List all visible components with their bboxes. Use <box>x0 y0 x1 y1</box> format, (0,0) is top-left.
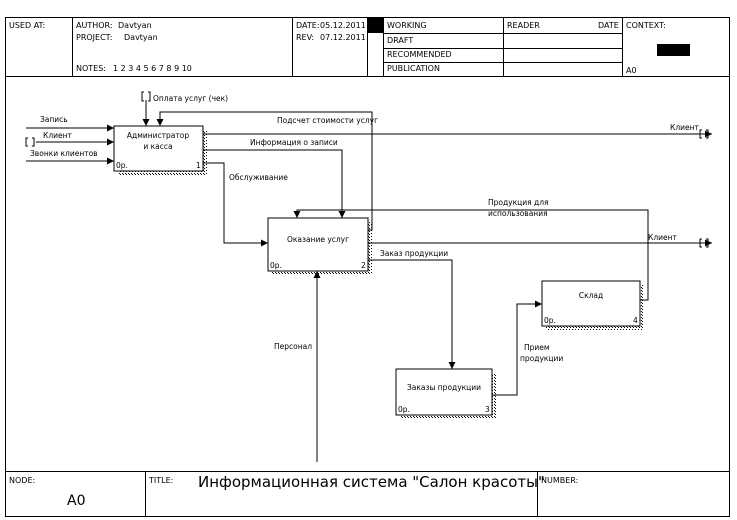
box-4-number: 4 <box>633 316 638 325</box>
author-value: Davtyan <box>118 21 152 30</box>
tunnel-klient-out2-r <box>706 238 709 248</box>
box-1[interactable]: Администратор и касса 0р. 1 <box>113 125 204 172</box>
box-1-number: 1 <box>196 161 201 170</box>
date-label: DATE: <box>296 21 320 30</box>
box-3-cost: 0р. <box>398 405 410 414</box>
box-2-cost: 0р. <box>270 261 282 270</box>
box-4-label: Склад <box>579 291 603 300</box>
status-recommended: RECOMMENDED <box>387 50 452 59</box>
box-1-label-line2: и касса <box>143 142 172 151</box>
box-3-number: 3 <box>485 405 490 414</box>
author-label: AUTHOR: <box>76 21 113 30</box>
label-klient-out2: Клиент <box>648 233 678 242</box>
tunnel-oplata-r <box>148 91 151 102</box>
label-zapis: Запись <box>40 115 68 124</box>
label-priem-line2: продукции <box>520 354 563 363</box>
label-priem-line1: Прием <box>524 343 550 352</box>
notes-numbers: 1 2 3 4 5 6 7 8 9 10 <box>113 64 192 73</box>
notes-label: NOTES: <box>76 64 106 73</box>
label-info-zapis: Информация о записи <box>250 138 338 147</box>
context-label: CONTEXT: <box>626 21 666 30</box>
box-3-label: Заказы продукции <box>407 383 481 392</box>
box-1-label-line1: Администратор <box>127 131 189 140</box>
label-klient-in: Клиент <box>43 131 73 140</box>
reader-date-label: DATE <box>598 21 619 30</box>
arrow-zakaz <box>368 259 456 369</box>
rev-value: 07.12.2011 <box>320 33 366 42</box>
label-podschet: Подсчет стоимости услуг <box>277 116 378 125</box>
label-personal: Персонал <box>274 342 312 351</box>
tunnel-klient-in-l <box>25 137 28 147</box>
context-node: A0 <box>626 66 637 75</box>
context-thumbnail <box>657 44 690 56</box>
box-2-label: Оказание услуг <box>287 235 349 244</box>
arrow-obsluzhivanie <box>203 162 268 247</box>
box-4[interactable]: Склад 0р. 4 <box>541 280 641 327</box>
tunnel-klient-out1-l <box>699 129 702 139</box>
arrow-produkcia <box>293 209 649 301</box>
box-3[interactable]: Заказы продукции 0р. 3 <box>395 368 493 416</box>
node-label: NODE: <box>9 476 36 485</box>
box-4-cost: 0р. <box>544 316 556 325</box>
reader-label: READER <box>507 21 540 30</box>
label-obsluzhivanie: Обслуживание <box>229 173 288 182</box>
node-value: A0 <box>67 493 86 509</box>
number-label: NUMBER: <box>541 476 579 485</box>
tunnel-klient-out1-r <box>706 129 709 139</box>
title-label: TITLE: <box>149 476 174 485</box>
arrow-info-zapis <box>203 149 346 218</box>
tunnel-klient-out2-l <box>699 238 702 248</box>
label-oplata: Оплата услуг (чек) <box>153 94 228 103</box>
date-value: 05.12.2011 <box>320 21 366 30</box>
project-label: PROJECT: <box>76 33 113 42</box>
label-klient-out1: Клиент <box>670 123 700 132</box>
label-zakaz: Заказ продукции <box>380 249 448 258</box>
rev-label: REV: <box>296 33 315 42</box>
label-produkcia-line1: Продукция для <box>488 198 549 207</box>
box-1-cost: 0р. <box>116 161 128 170</box>
box-2-number: 2 <box>361 261 366 270</box>
project-value: Davtyan <box>124 33 158 42</box>
tunnel-klient-in-r <box>32 137 35 147</box>
status-draft: DRAFT <box>387 36 414 45</box>
box-2[interactable]: Оказание услуг 0р. 2 <box>267 217 369 272</box>
diagram-title: Информационная система "Салон красоты" <box>198 473 545 491</box>
label-zvonki: Звонки клиентов <box>30 149 98 158</box>
status-working: WORKING <box>387 21 427 30</box>
status-publication: PUBLICATION <box>387 64 440 73</box>
used-at-label: USED AT: <box>9 21 46 30</box>
arrow-priem <box>492 300 542 396</box>
tunnel-oplata-l <box>141 91 144 102</box>
arrow-podschet <box>156 111 373 231</box>
label-produkcia-line2: использования <box>488 209 548 218</box>
